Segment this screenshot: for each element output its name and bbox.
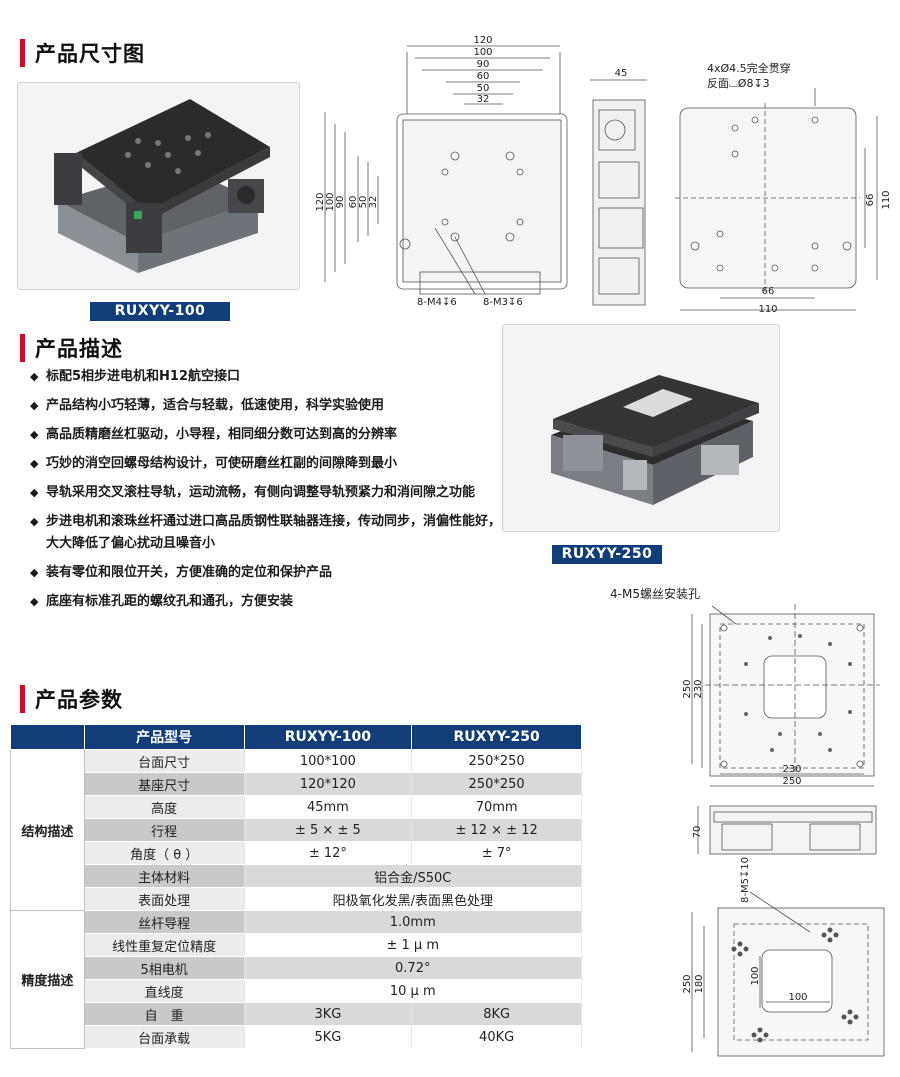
group-structure: 结构描述	[10, 749, 85, 911]
spec-table: 产品型号 RUXYY-100 RUXYY-250 结构描述 台面尺寸 100*1…	[10, 724, 583, 1049]
description-item: ◆产品结构小巧轻薄，适合与轻载，低速使用，科学实验使用	[30, 395, 510, 417]
hole-label-m4: 8-M4↧6	[417, 297, 457, 308]
table-row: 高度 45mm 70mm	[11, 795, 582, 819]
model-label-ruxyy-250: RUXYY-250	[552, 545, 662, 564]
title-accent-bar	[20, 39, 25, 67]
dim-250-left-250: 250	[682, 679, 693, 698]
title-accent-bar	[20, 685, 25, 713]
description-item: ◆标配5相步进电机和H12航空接口	[30, 366, 510, 388]
drawing-250-top-view: 4-M5螺丝安装孔 250 230 230 250	[610, 586, 880, 787]
description-section-title: 产品描述	[20, 333, 123, 363]
stage-250-image	[551, 375, 759, 505]
dim-bottom-right-110: 110	[881, 190, 892, 209]
dim-left-32: 32	[368, 196, 379, 209]
drawing-100-top-view: 120 100 90 60 50 32 120 100 90 60 50 32 …	[315, 35, 568, 308]
dim-bottom-width-66: 66	[762, 286, 775, 297]
table-row: 结构描述 台面尺寸 100*100 250*250	[10, 749, 582, 911]
table-row: 角度（ θ ） ± 12° ± 7°	[11, 841, 582, 865]
group-precision: 精度描述	[10, 910, 85, 1049]
table-row: 主体材料 铝合金/S50C	[11, 864, 583, 888]
stage-100-image	[54, 99, 270, 273]
dimensions-section-title: 产品尺寸图	[20, 38, 145, 68]
diamond-bullet-icon: ◆	[30, 457, 39, 470]
params-section-title: 产品参数	[20, 684, 123, 714]
header-model: 产品型号	[83, 724, 245, 750]
table-row: 5相电机 0.72°	[11, 956, 583, 980]
dim-left-60: 60	[348, 196, 359, 209]
table-row: 精度描述 丝杆导程 1.0mm	[10, 910, 583, 1049]
dim-top-100: 100	[473, 47, 492, 58]
params-title-text: 产品参数	[35, 688, 123, 712]
spec-table-header: 产品型号 RUXYY-100 RUXYY-250	[10, 724, 582, 750]
hole-note-m5: 8-M5↧10	[740, 857, 751, 903]
header-ruxyy-100: RUXYY-100	[243, 724, 413, 750]
dim-top-60: 60	[477, 71, 490, 82]
product-photo-ruxyy-250	[502, 324, 780, 532]
table-row: 行程 ± 5 × ± 5 ± 12 × ± 12	[11, 818, 582, 842]
dim-250-bottom-left-250: 250	[682, 974, 693, 993]
drawing-100-side-view: 45	[590, 68, 647, 306]
dim-bottom-right-66: 66	[865, 194, 876, 207]
dim-250-side-height-70: 70	[692, 826, 703, 839]
diamond-bullet-icon: ◆	[30, 399, 39, 412]
drawing-100-bottom-view: 4xØ4.5完全贯穿 反面⌴Ø8↧3 66 110 66 110	[675, 61, 892, 315]
dim-side-height-45: 45	[615, 68, 628, 79]
dim-left-120: 120	[315, 192, 326, 211]
description-list: ◆标配5相步进电机和H12航空接口 ◆产品结构小巧轻薄，适合与轻载，低速使用，科…	[30, 366, 510, 620]
dim-left-50: 50	[358, 196, 369, 209]
diamond-bullet-icon: ◆	[30, 566, 39, 579]
dim-250-bottom-250: 250	[782, 776, 801, 787]
dim-250-bottom-left-180: 180	[694, 974, 705, 993]
table-row: 直线度 10 μ m	[11, 979, 583, 1003]
dim-250-inner-vertical-100: 100	[750, 966, 761, 985]
dim-top-50: 50	[477, 83, 490, 94]
table-row: 线性重复定位精度 ± 1 μ m	[11, 933, 583, 957]
bottom-note-counterbore: 反面⌴Ø8↧3	[707, 77, 770, 90]
dim-250-bottom-230: 230	[782, 764, 801, 775]
dimensions-title-text: 产品尺寸图	[35, 42, 145, 66]
table-row: 自 重 3KG 8KG	[11, 1002, 582, 1026]
description-item: ◆导轨采用交叉滚柱导轨，运动流畅，有侧向调整导轨预紧力和消间隙之功能	[30, 482, 510, 504]
dim-top-32: 32	[477, 94, 490, 105]
table-row: 表面处理 阳极氧化发黑/表面黑色处理	[11, 887, 583, 911]
bottom-note-through-holes: 4xØ4.5完全贯穿	[707, 61, 791, 75]
diamond-bullet-icon: ◆	[30, 515, 39, 528]
diamond-bullet-icon: ◆	[30, 428, 39, 441]
dim-top-90: 90	[477, 59, 490, 70]
description-item: ◆步进电机和滚珠丝杆通过进口高品质钢性联轴器连接，传动同步，消偏性能好，大大降低…	[30, 511, 510, 555]
description-item: ◆高品质精磨丝杠驱动，小导程，相同细分数可达到高的分辨率	[30, 424, 510, 446]
drawing-250-bottom-view: 8-M5↧10 250 180 100 100	[682, 857, 885, 1057]
dim-left-100: 100	[325, 192, 336, 211]
diamond-bullet-icon: ◆	[30, 486, 39, 499]
model-label-ruxyy-100: RUXYY-100	[90, 302, 230, 321]
mount-hole-note: 4-M5螺丝安装孔	[610, 586, 700, 601]
dim-bottom-width-110: 110	[758, 304, 777, 315]
drawing-250-side-view: 70	[692, 805, 877, 855]
dim-top-120: 120	[473, 35, 492, 46]
header-ruxyy-250: RUXYY-250	[411, 724, 582, 750]
table-row: 基座尺寸 120*120 250*250	[11, 772, 582, 796]
product-photo-ruxyy-100	[17, 82, 300, 290]
dim-250-left-230: 230	[693, 679, 704, 698]
description-title-text: 产品描述	[35, 337, 123, 361]
dim-250-inner-horizontal-100: 100	[788, 992, 807, 1003]
description-item: ◆底座有标准孔距的螺纹孔和通孔，方便安装	[30, 591, 510, 613]
hole-label-m3: 8-M3↧6	[483, 297, 523, 308]
description-item: ◆装有零位和限位开关，方便准确的定位和保护产品	[30, 562, 510, 584]
table-row: 台面承载 5KG 40KG	[11, 1025, 582, 1049]
dim-left-90: 90	[335, 196, 346, 209]
title-accent-bar	[20, 334, 25, 362]
diamond-bullet-icon: ◆	[30, 595, 39, 608]
header-corner	[10, 724, 85, 750]
diamond-bullet-icon: ◆	[30, 370, 39, 383]
description-item: ◆巧妙的消空回螺母结构设计，可使研磨丝杠副的间隙降到最小	[30, 453, 510, 475]
